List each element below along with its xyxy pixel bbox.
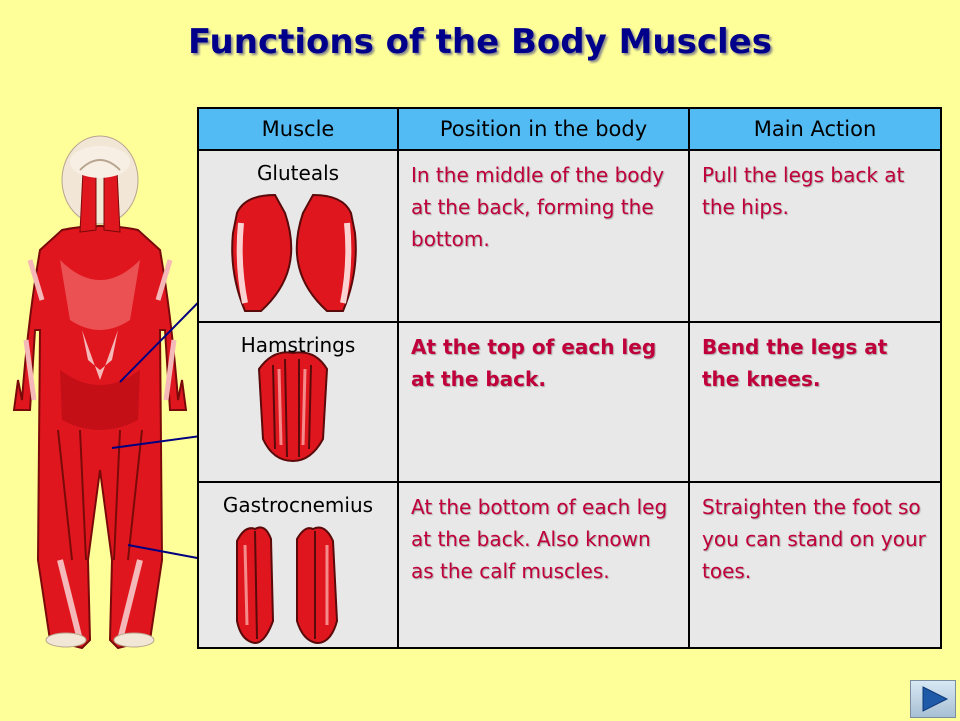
muscle-name-hamstrings: Hamstrings [240,333,356,357]
table-header-row: Muscle Position in the body Main Action [197,107,942,151]
action-cell-hamstrings: Bend the legs at the knees. [688,321,942,483]
muscle-functions-table: Muscle Position in the body Main Action … [197,107,942,649]
play-arrow-icon [922,686,949,712]
hamstrings-muscle-icon [257,351,329,463]
muscle-name-gastrocnemius: Gastrocnemius [222,493,374,517]
body-silhouette [12,135,188,650]
gastrocnemius-muscle-icon [236,526,339,645]
muscle-cell-hamstrings: Hamstrings [197,321,399,483]
header-position: Position in the body [397,107,690,151]
position-text-gluteals: In the middle of the body at the back, f… [411,163,665,251]
action-text-gluteals: Pull the legs back at the hips. [702,163,905,219]
table-row-hamstrings: Hamstrings At the top of each leg at the… [197,321,942,483]
position-text-gastrocnemius: At the bottom of each leg at the back. A… [411,495,668,583]
action-text-hamstrings: Bend the legs at the knees. [702,335,888,391]
position-cell-hamstrings: At the top of each leg at the back. [397,321,690,483]
header-muscle: Muscle [197,107,399,151]
next-slide-button[interactable] [910,680,956,718]
table-row-gastrocnemius: Gastrocnemius At the bottom of each leg … [197,481,942,649]
page-title: Functions of the Body Muscles [188,22,772,62]
gluteals-muscle-icon [231,193,357,312]
position-cell-gluteals: In the middle of the body at the back, f… [397,149,690,323]
action-text-gastrocnemius: Straighten the foot so you can stand on … [702,495,926,583]
position-cell-gastrocnemius: At the bottom of each leg at the back. A… [397,481,690,649]
muscle-name-gluteals: Gluteals [256,161,340,185]
muscle-cell-gluteals: Gluteals [197,149,399,323]
header-action: Main Action [688,107,942,151]
action-cell-gluteals: Pull the legs back at the hips. [688,149,942,323]
table-row-gluteals: Gluteals In the middle of the body at th… [197,149,942,323]
action-cell-gastrocnemius: Straighten the foot so you can stand on … [688,481,942,649]
muscle-cell-gastrocnemius: Gastrocnemius [197,481,399,649]
position-text-hamstrings: At the top of each leg at the back. [411,335,657,391]
